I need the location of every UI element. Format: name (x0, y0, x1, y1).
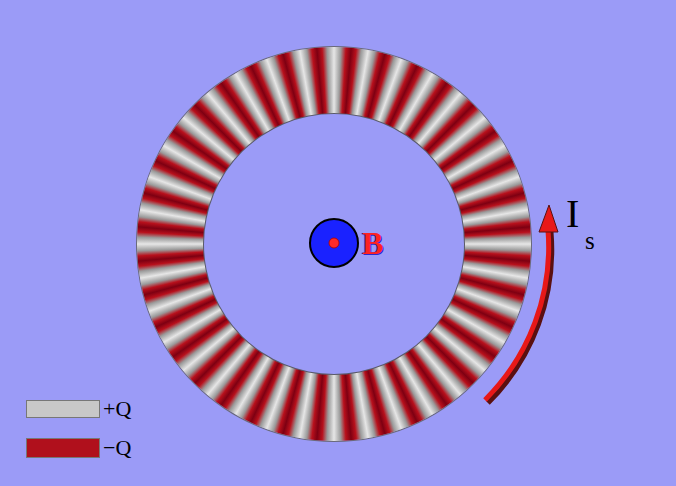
legend-swatch (26, 438, 100, 458)
current-arrow (485, 230, 549, 400)
current-subscript: s (585, 228, 595, 253)
field-dot (329, 238, 339, 248)
legend-text: +Q (103, 398, 131, 420)
field-symbol (310, 219, 358, 267)
arrow-shadow (488, 232, 552, 403)
current-label: I (566, 194, 579, 234)
legend-swatch (26, 400, 100, 418)
legend-text: −Q (103, 437, 131, 459)
arrow-head (539, 205, 558, 232)
field-label: B (362, 227, 383, 259)
